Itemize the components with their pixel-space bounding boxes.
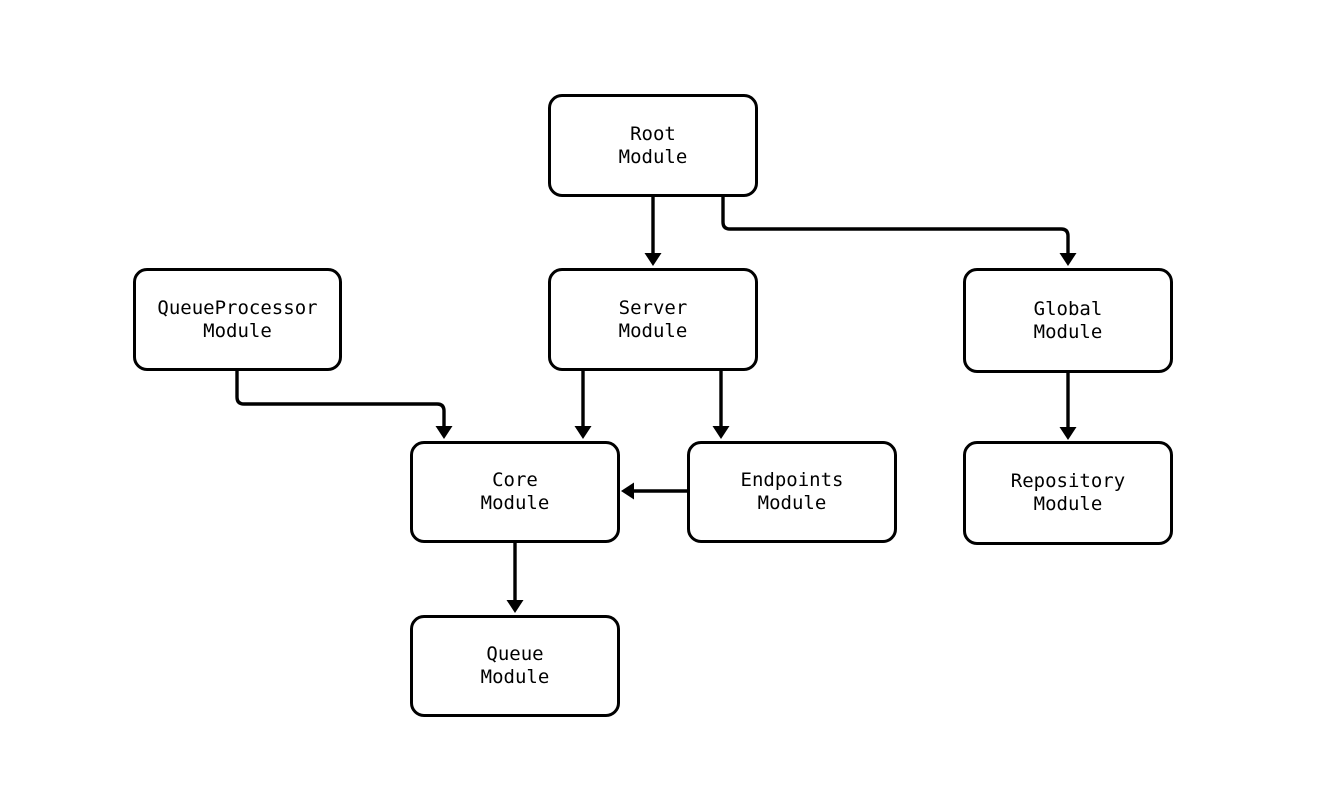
arrowhead-root-to-global	[1059, 253, 1077, 266]
node-queue-module[interactable]: Queue Module	[410, 615, 620, 717]
arrowhead-endpoints-to-core	[621, 482, 634, 500]
node-label-endpoints-module: Endpoints Module	[740, 469, 844, 514]
node-label-queue-module: Queue Module	[480, 643, 550, 688]
arrowhead-core-to-queue	[506, 600, 524, 613]
edge-root-to-global	[721, 197, 1070, 258]
arrowhead-queueprocessor-to-core	[435, 426, 453, 439]
node-repository-module[interactable]: Repository Module	[963, 441, 1173, 545]
node-server-module[interactable]: Server Module	[548, 268, 758, 371]
edge-queueprocessor-to-core	[235, 371, 446, 431]
node-label-queueprocessor-module: QueueProcessor Module	[157, 296, 318, 342]
node-queueprocessor-module[interactable]: QueueProcessor Module	[133, 268, 342, 371]
arrowhead-server-to-core	[574, 426, 592, 439]
arrowhead-global-to-repository	[1059, 427, 1077, 440]
node-core-module[interactable]: Core Module	[410, 441, 620, 543]
node-endpoints-module[interactable]: Endpoints Module	[687, 441, 897, 543]
arrowhead-root-to-server	[644, 253, 662, 266]
node-label-core-module: Core Module	[480, 469, 550, 514]
node-label-global-module: Global Module	[1033, 297, 1103, 343]
node-label-server-module: Server Module	[618, 296, 688, 342]
node-root-module[interactable]: Root Module	[548, 94, 758, 197]
node-label-repository-module: Repository Module	[1010, 470, 1126, 515]
node-label-root-module: Root Module	[618, 122, 688, 168]
arrowhead-server-to-endpoints	[712, 426, 730, 439]
node-global-module[interactable]: Global Module	[963, 268, 1173, 373]
